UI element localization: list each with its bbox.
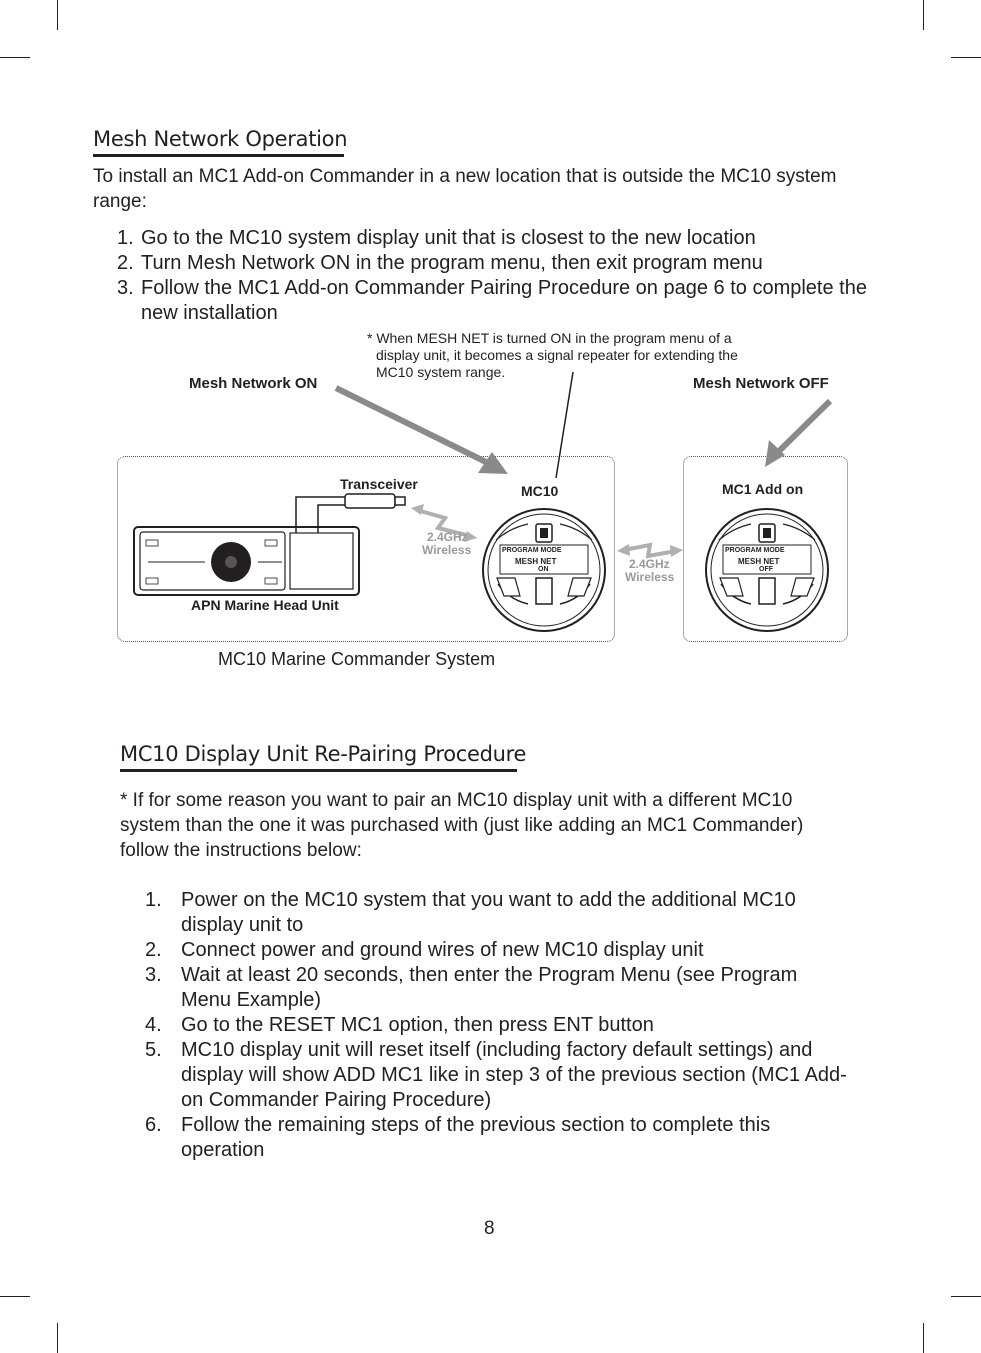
wireless-signal-icon	[617, 542, 683, 559]
crop-mark	[57, 0, 58, 30]
step-number: 1.	[145, 889, 162, 911]
mesh-off-label: Mesh Network OFF	[693, 375, 829, 392]
step-number: 2.	[145, 939, 162, 961]
step-text: Follow the remaining steps of the previo…	[181, 1114, 771, 1161]
mesh-net-text: MESH NET	[738, 557, 780, 566]
mc1-label: MC1 Add on	[722, 481, 804, 497]
wireless-freq-label: 2.4GHz	[629, 557, 670, 571]
mesh-on-arrow	[334, 385, 508, 474]
section-heading-repairing: MC10 Display Unit Re-Pairing Procedure	[120, 742, 527, 766]
diagram-graphics	[133, 371, 833, 632]
step-number: 1.	[117, 227, 134, 249]
wireless-label: Wireless	[422, 543, 472, 557]
step-number: 2.	[117, 252, 134, 274]
crop-mark	[951, 57, 981, 58]
wireless-label: Wireless	[625, 570, 675, 584]
step-text: Turn Mesh Network ON in the program menu…	[141, 252, 763, 274]
mc10-display-unit	[482, 508, 606, 632]
crop-mark	[923, 1323, 924, 1353]
program-mode-text: PROGRAM MODE	[725, 547, 785, 554]
note-pointer-line	[555, 371, 574, 479]
step-number: 3.	[145, 964, 162, 986]
crop-mark	[951, 1296, 981, 1297]
step-text: Go to the MC10 system display unit that …	[141, 227, 756, 249]
step-number: 6.	[145, 1114, 162, 1136]
head-unit-label: APN Marine Head Unit	[191, 597, 339, 613]
step-number: 3.	[117, 277, 134, 299]
step-text: Go to the RESET MC1 option, then press E…	[181, 1014, 654, 1036]
section-heading-mesh: Mesh Network Operation	[93, 127, 348, 151]
heading-underline	[120, 769, 517, 772]
system-caption: MC10 Marine Commander System	[218, 649, 496, 669]
mesh-net-text: MESH NET	[515, 557, 557, 566]
intro-paragraph: To install an MC1 Add-on Commander in a …	[93, 166, 837, 212]
head-unit-graphic	[133, 526, 360, 596]
step-text: Power on the MC10 system that you want t…	[181, 889, 796, 936]
step-text: Follow the MC1 Add-on Commander Pairing …	[141, 277, 867, 324]
mesh-on-label: Mesh Network ON	[189, 375, 318, 392]
repairing-intro: * If for some reason you want to pair an…	[120, 790, 804, 861]
page-number: 8	[484, 1218, 495, 1239]
transceiver-label: Transceiver	[340, 476, 418, 492]
crop-mark	[923, 0, 924, 30]
crop-mark	[0, 1296, 30, 1297]
crop-mark	[57, 1323, 58, 1353]
step-number: 5.	[145, 1039, 162, 1061]
step-text: Connect power and ground wires of new MC…	[181, 939, 704, 961]
step-number: 4.	[145, 1014, 162, 1036]
crop-mark	[0, 57, 30, 58]
mesh-off-arrow	[765, 398, 833, 467]
mc1-box	[683, 456, 848, 642]
mesh-state-text: ON	[538, 566, 549, 573]
transceiver-graphic	[295, 493, 406, 533]
mc1-display-unit	[705, 508, 829, 632]
heading-underline	[93, 154, 344, 157]
mc10-label: MC10	[521, 483, 559, 499]
mc10-system-box	[117, 456, 615, 642]
mesh-note: * When MESH NET is turned ON in the prog…	[367, 330, 738, 380]
mesh-state-text: OFF	[759, 566, 773, 573]
wireless-signal-icon	[411, 504, 477, 542]
program-mode-text: PROGRAM MODE	[502, 547, 562, 554]
step-text: Wait at least 20 seconds, then enter the…	[181, 964, 798, 1011]
step-text: MC10 display unit will reset itself (inc…	[181, 1039, 847, 1111]
wireless-freq-label: 2.4GHz	[427, 530, 468, 544]
